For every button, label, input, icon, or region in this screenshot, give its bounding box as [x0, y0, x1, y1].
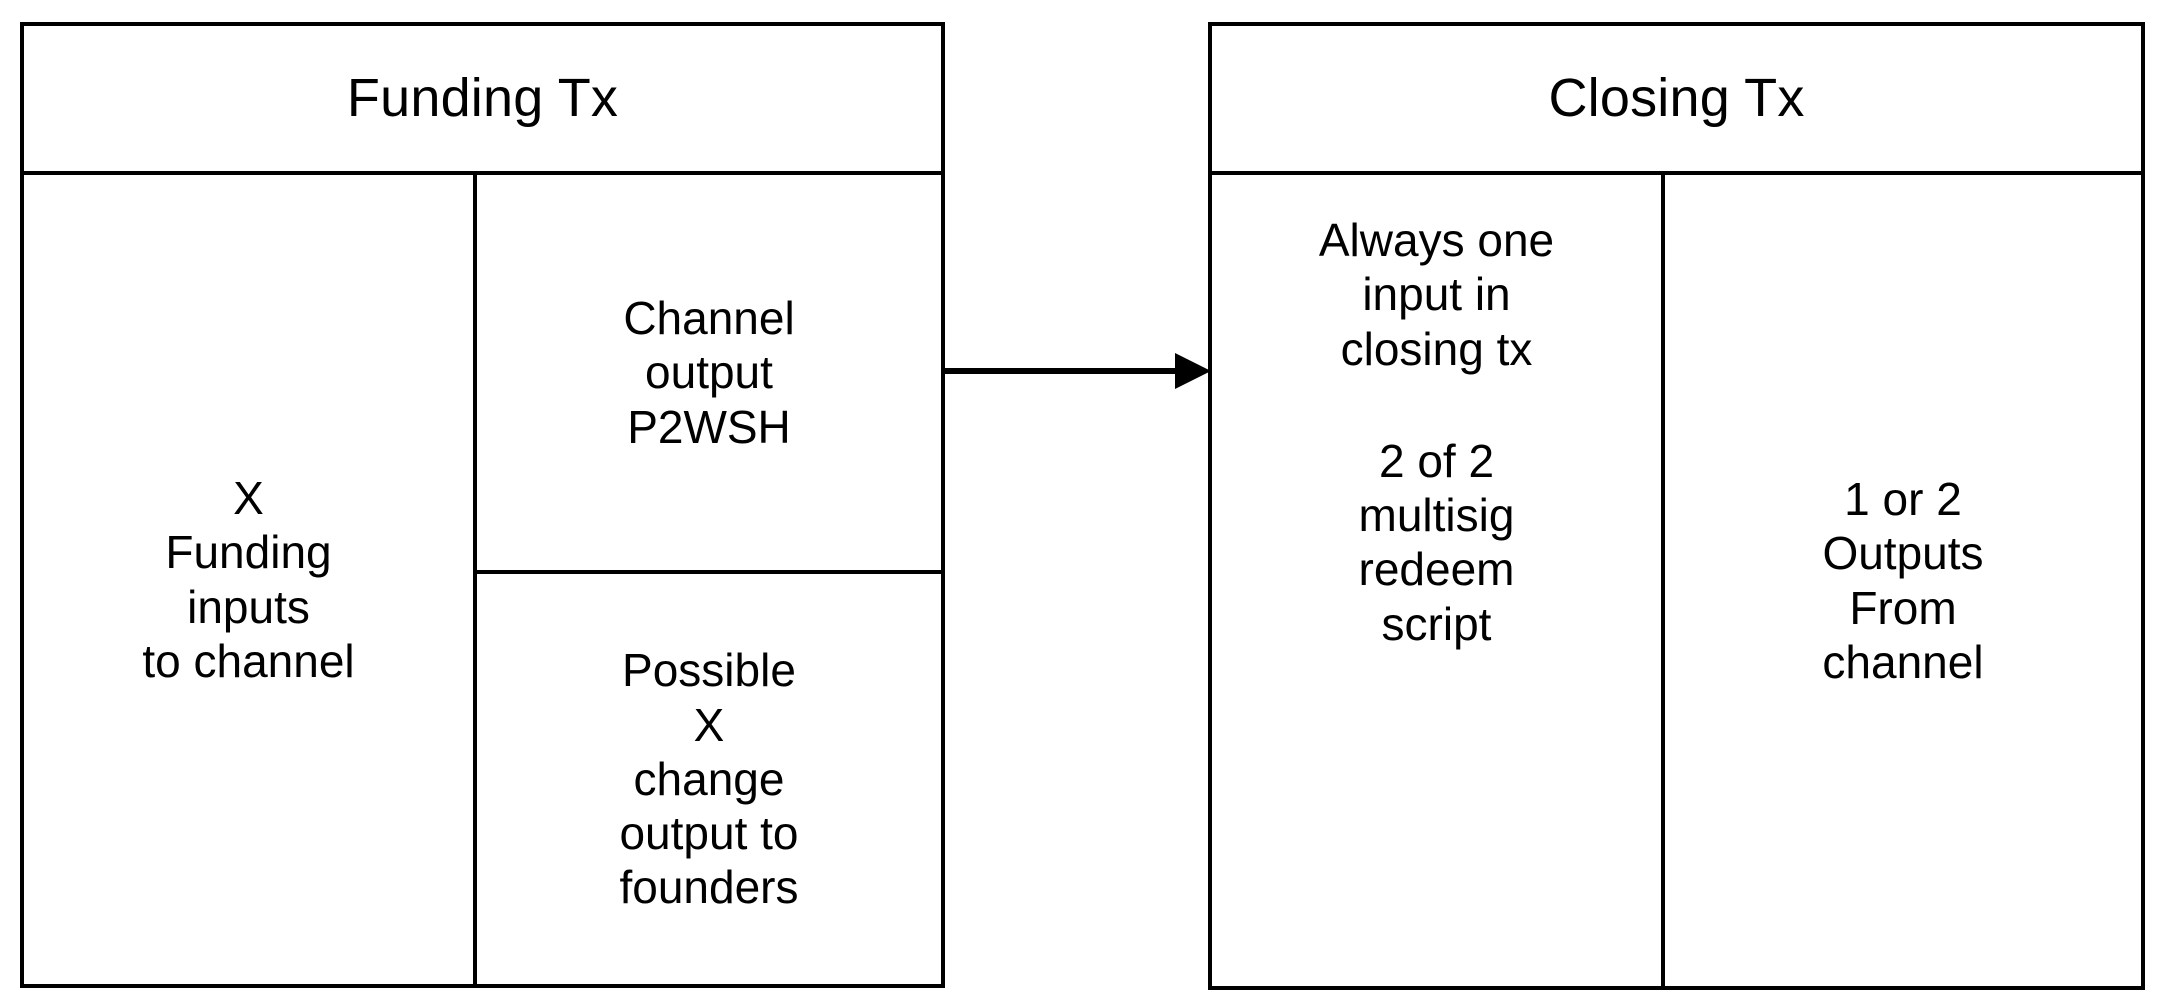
closing-inputs-paragraph-1: Always one input in closing tx — [1319, 213, 1554, 376]
closing-outputs-text: 1 or 2 Outputs From channel — [1822, 472, 1983, 689]
closing-outputs-line-3: From — [1849, 581, 1957, 634]
funding-inputs-line-2: Funding — [165, 526, 332, 579]
closing-tx-title: Closing Tx — [1548, 67, 1805, 128]
funding-channel-output-line-3: P2WSH — [627, 400, 791, 453]
closing-inputs-p2-line-3: redeem — [1358, 543, 1515, 596]
funding-tx-outputs-column: Channel output P2WSH Possible X change o… — [477, 175, 941, 984]
funding-channel-output-line-2: output — [645, 346, 773, 399]
closing-inputs-p2-line-2: multisig — [1358, 489, 1515, 542]
closing-outputs-cell: 1 or 2 Outputs From channel — [1665, 175, 2141, 986]
funding-inputs-cell: X Funding inputs to channel — [24, 175, 473, 984]
funding-tx-box: Funding Tx X Funding inputs to channel — [20, 22, 945, 988]
closing-inputs-cell: Always one input in closing tx 2 of 2 mu… — [1212, 175, 1661, 986]
funding-channel-output-line-1: Channel — [623, 292, 795, 345]
closing-inputs-p1-line-1: Always one — [1318, 214, 1555, 266]
closing-outputs-line-1: 1 or 2 — [1844, 472, 1962, 525]
closing-tx-outputs-column: 1 or 2 Outputs From channel — [1665, 175, 2141, 986]
closing-inputs-p1-line-2: input in — [1362, 268, 1511, 321]
closing-tx-header: Closing Tx — [1212, 26, 2141, 175]
funding-change-output-line-5: founders — [619, 861, 799, 914]
closing-tx-body: Always one input in closing tx 2 of 2 mu… — [1212, 175, 2141, 986]
funding-change-output-cell: Possible X change output to founders — [477, 574, 941, 984]
closing-inputs-p2-line-4: script — [1381, 597, 1492, 650]
funding-inputs-line-4: to channel — [142, 634, 355, 687]
funding-change-output-line-3: change — [633, 752, 785, 805]
funding-change-output-line-4: output to — [619, 807, 799, 860]
closing-outputs-line-2: Outputs — [1822, 527, 1984, 580]
closing-inputs-p2-line-1: 2 of 2 — [1378, 434, 1495, 487]
funding-change-output-line-1: Possible — [622, 644, 796, 697]
funding-tx-inputs-column: X Funding inputs to channel — [24, 175, 477, 984]
funding-inputs-line-3: inputs — [187, 580, 310, 633]
closing-tx-inputs-column: Always one input in closing tx 2 of 2 mu… — [1212, 175, 1665, 986]
funding-inputs-text: X Funding inputs to channel — [142, 471, 354, 688]
closing-tx-box: Closing Tx Always one input in closing t… — [1208, 22, 2145, 990]
funding-change-output-text: Possible X change output to founders — [619, 643, 798, 914]
funding-inputs-line-1: X — [233, 471, 264, 524]
funding-change-output-line-2: X — [693, 698, 725, 751]
closing-outputs-line-4: channel — [1822, 635, 1984, 688]
funding-channel-output-text: Channel output P2WSH — [623, 291, 794, 454]
funding-to-closing-arrow-icon — [943, 353, 1211, 389]
funding-tx-title: Funding Tx — [346, 67, 619, 128]
closing-inputs-paragraph-2: 2 of 2 multisig redeem script — [1359, 434, 1515, 651]
funding-tx-header: Funding Tx — [24, 26, 941, 175]
funding-tx-body: X Funding inputs to channel Channel outp… — [24, 175, 941, 984]
funding-channel-output-cell: Channel output P2WSH — [477, 175, 941, 574]
closing-inputs-p1-line-3: closing tx — [1340, 322, 1533, 375]
